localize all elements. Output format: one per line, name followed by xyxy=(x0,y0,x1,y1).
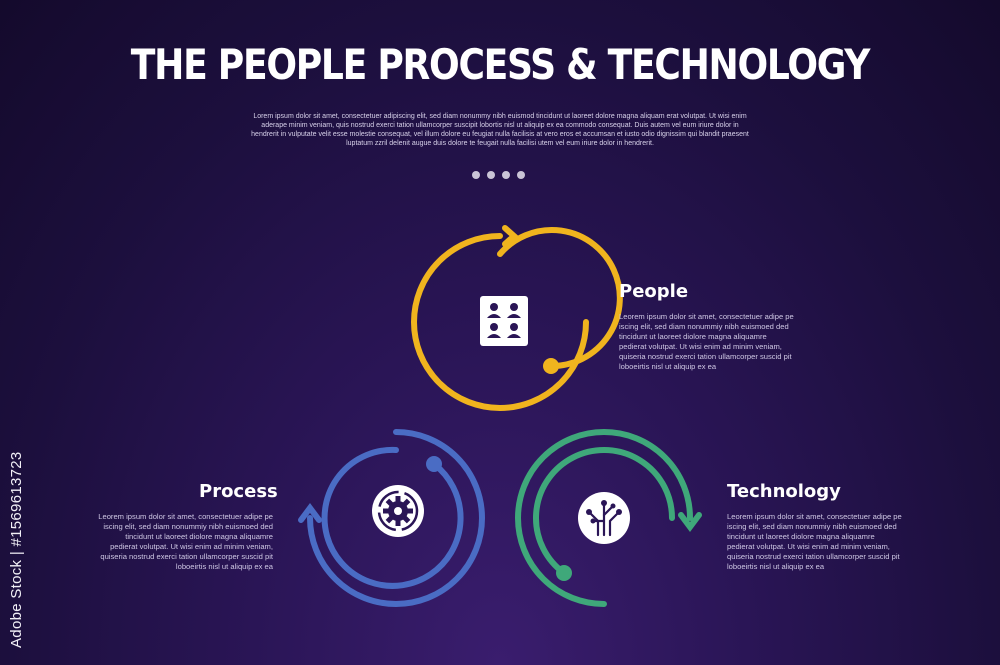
technology-arrow-head xyxy=(678,512,702,532)
technology-inner-arc xyxy=(533,447,675,576)
technology-description: Leorem ipsum dolor sit amet, consectetue… xyxy=(727,512,902,571)
stock-watermark: Adobe Stock | #1569613723 xyxy=(8,451,25,648)
people-inner-arc xyxy=(497,227,623,370)
technology-arc-end-dot xyxy=(556,565,572,581)
pagination-dot xyxy=(502,171,510,179)
process-arrow-head xyxy=(298,503,322,523)
pagination-dots xyxy=(472,171,525,179)
people-title: People xyxy=(619,281,689,302)
people-arc-end-dot xyxy=(543,358,559,374)
technology-cycle xyxy=(515,429,702,607)
gear-icon xyxy=(371,484,425,538)
pagination-dot xyxy=(472,171,480,179)
technology-outer-arc xyxy=(515,429,693,607)
page-title: THE PEOPLE PROCESS & TECHNOLOGY xyxy=(130,40,871,89)
process-inner-arc xyxy=(321,446,464,589)
people-outer-arc xyxy=(411,233,589,411)
process-title: Process xyxy=(199,481,278,502)
pagination-dot xyxy=(517,171,525,179)
process-description: Leorem ipsum dolor sit amet, consectetue… xyxy=(98,512,273,571)
people-grid-icon xyxy=(480,296,528,346)
technology-title: Technology xyxy=(727,481,841,502)
process-cycle xyxy=(298,429,485,607)
people-cycle xyxy=(411,225,623,411)
process-arc-end-dot xyxy=(426,456,442,472)
people-arrow-head xyxy=(502,225,519,247)
people-description: Leorem ipsum dolor sit amet, consectetue… xyxy=(619,312,794,371)
intro-text: Lorem ipsum dolor sit amet, consectetuer… xyxy=(251,113,749,147)
circuit-icon xyxy=(577,491,631,545)
pagination-dot xyxy=(487,171,495,179)
process-outer-arc xyxy=(307,429,485,607)
